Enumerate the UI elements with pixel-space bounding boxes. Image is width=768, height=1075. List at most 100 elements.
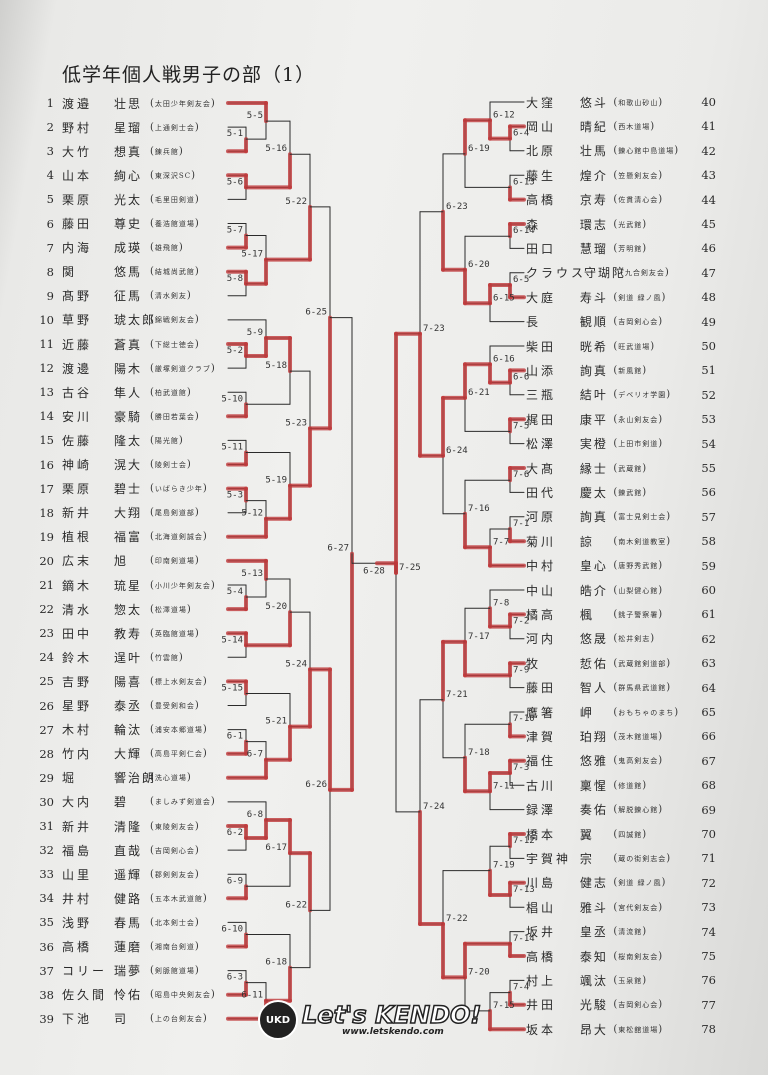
match-number-label: 5-17: [241, 250, 263, 260]
entrant-surname: 井田: [526, 998, 557, 1013]
entrant-club: 小川少年剣友会: [150, 580, 216, 591]
entrant-number: 41: [701, 119, 716, 134]
match-number-label: 5-9: [247, 328, 263, 338]
entrant-row: 川島健志剣道 緑ノ風72: [526, 874, 716, 892]
match-number-label: 6-7: [247, 750, 263, 760]
entrant-number: 9: [46, 288, 54, 303]
match-number-label: 7-2: [513, 617, 529, 627]
entrant-club: 上通剣士会: [150, 122, 200, 133]
entrant-given-name: 皇丞: [579, 925, 608, 940]
entrant-club: 永山剣友会: [613, 414, 689, 425]
entrant-given-name: 諒: [579, 534, 594, 549]
entrant-number: 54: [701, 436, 716, 451]
entrant-given-name: 皇心: [579, 559, 608, 574]
entrant-number: 70: [701, 827, 716, 841]
entrant-number: 59: [701, 558, 716, 573]
entrant-number: 16: [39, 457, 54, 472]
entrant-surname: 植根: [62, 530, 93, 545]
match-number-label: 6-4: [513, 129, 529, 139]
watermark-text: Let's KENDO!: [301, 1001, 482, 1029]
match-number-label: 6-20: [468, 260, 490, 270]
entrant-row: 26星野泰丞豊受剣和会: [30, 697, 230, 715]
entrant-given-name: 結叶: [579, 388, 608, 403]
match-number-label: 6-2: [227, 828, 243, 838]
entrant-given-name: 蒼真: [114, 337, 143, 352]
entrant-surname: 古谷: [62, 385, 93, 400]
entrant-given-name: 清隆: [114, 819, 143, 834]
entrant-row: 岡山晴紀西木道場41: [526, 117, 716, 135]
entrant-row: 18新井大翔尾島剣道部: [30, 504, 230, 522]
entrant-given-name: 楓: [579, 607, 594, 622]
match-number-label: 7-13: [513, 885, 535, 895]
entrant-club: 吉岡剣心会: [613, 316, 689, 327]
match-number-label: 7-10: [513, 714, 535, 724]
entrant-given-name: 福富: [114, 530, 143, 545]
entrant-number: 50: [701, 339, 716, 353]
entrant-row: クラウス守瑚陀九合剣友会47: [526, 264, 716, 282]
match-number-label: 5-15: [221, 683, 243, 693]
entrant-club: 英臨館道場: [150, 628, 200, 639]
match-number-label: 6-22: [285, 900, 307, 910]
entrant-given-name: 皓介: [579, 583, 608, 598]
entrant-given-name: 遥輝: [114, 867, 143, 882]
entrant-surname: 橘高: [526, 607, 557, 622]
match-number-label: 7-20: [468, 967, 490, 977]
entrant-surname: 山添: [526, 363, 557, 378]
entrant-number: 30: [39, 794, 54, 809]
entrant-row: 河内悠晟松井剣志62: [526, 630, 716, 648]
entrant-number: 46: [701, 241, 716, 256]
match-number-label: 6-25: [305, 308, 327, 318]
entrant-given-name: 滉大: [114, 458, 143, 472]
entrant-club: 錬武館: [613, 487, 689, 498]
entrant-row: 14安川豪騎勝田若葉会: [30, 407, 230, 425]
entrant-number: 64: [701, 680, 716, 695]
entrant-number: 51: [701, 363, 716, 378]
entrant-given-name: 大翔: [114, 506, 143, 521]
entrant-club: 芳明館: [613, 243, 689, 254]
entrant-surname: 河原: [526, 510, 557, 525]
entrant-club: 上田市剣道: [613, 438, 689, 449]
entrant-surname: 川島: [526, 876, 557, 891]
entrant-number: 61: [701, 607, 716, 622]
match-number-label: 5-7: [227, 226, 243, 236]
entrant-club: 毛里田剣道: [150, 194, 200, 205]
match-number-label: 5-12: [241, 509, 263, 519]
entrant-given-name: 縁士: [579, 461, 608, 476]
entrant-club: 佐貫清心会: [613, 194, 689, 205]
entrant-surname: 安川: [62, 409, 93, 424]
match-number-label: 7-24: [423, 802, 445, 812]
match-number-label: 7-8: [493, 598, 509, 608]
entrant-given-name: 惣太: [114, 602, 143, 617]
entrant-row: 4山本絢心東深沢SC: [30, 166, 230, 184]
entrant-club: 昭島中央剣友会: [150, 989, 216, 1000]
entrant-given-name: 悠馬: [114, 265, 143, 280]
entrant-given-name: 星瑠: [114, 120, 143, 135]
entrant-number: 7: [46, 240, 54, 255]
watermark-url: www.letskendo.com: [342, 1027, 444, 1037]
match-number-label: 7-3: [513, 763, 529, 773]
entrant-surname: 柴田: [526, 339, 557, 354]
match-number-label: 7-11: [493, 781, 515, 791]
entrant-number: 13: [39, 385, 54, 400]
entrant-row: 牧悊佑武蔵館剣道部63: [526, 654, 716, 672]
entrant-surname: 松澤: [526, 437, 557, 452]
match-number-label: 6-15: [493, 293, 515, 303]
entrant-number: 36: [39, 939, 54, 954]
entrant-club: 解脱錬心館: [613, 804, 689, 815]
entrant-row: 津賀珀翔茂木館道場66: [526, 727, 716, 745]
match-number-label: 5-8: [227, 274, 243, 284]
entrant-surname: 佐藤: [62, 433, 93, 448]
entrant-row: 山添詢真新風館51: [526, 361, 716, 379]
entrant-surname: 藤田: [526, 681, 557, 696]
match-number-label: 6-10: [221, 924, 243, 934]
entrant-club: 陵剣士会: [150, 459, 192, 470]
entrant-surname: 堀: [62, 771, 78, 786]
match-number-label: 6-14: [513, 226, 535, 236]
entrant-number: 11: [39, 337, 54, 351]
entrant-club: 南木剣道教室: [613, 536, 689, 547]
entrant-club: 武蔵館: [613, 463, 689, 474]
entrant-number: 66: [701, 729, 716, 744]
match-number-label: 6-5: [513, 275, 529, 285]
entrant-club: 光武館: [613, 219, 689, 230]
